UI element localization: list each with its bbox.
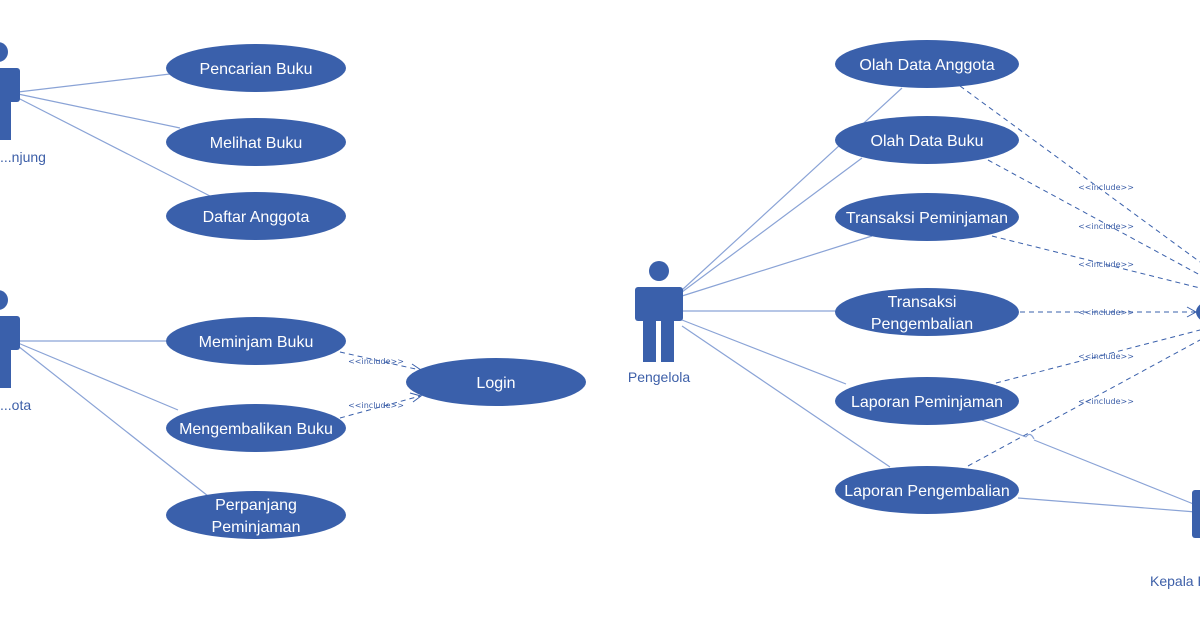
usecase-shapes: [166, 40, 1200, 539]
include-laporan-peminjaman: [995, 329, 1200, 384]
usecase-daftar-anggota[interactable]: [166, 192, 346, 240]
include-meminjam-login: [339, 351, 421, 371]
actor-head: [0, 42, 8, 62]
actor-leg-left: [643, 319, 656, 362]
assoc-kepala-laporan-pengembalian: [1017, 497, 1197, 513]
actor-torso: [0, 316, 20, 350]
assoc-pengelola-laporan-peminjaman: [681, 319, 847, 385]
include-label-mengembalikan: <<include>>: [348, 401, 404, 410]
include-label-laporan-pengembalian: <<include>>: [1078, 397, 1134, 406]
include-label-olah-anggota: <<include>>: [1078, 183, 1134, 192]
actor-head: [0, 290, 8, 310]
actor-kepala[interactable]: [1192, 490, 1200, 538]
actor-head: [649, 261, 669, 281]
label-laporan-peminjaman: Laporan Peminjaman: [851, 394, 1003, 411]
include-labels: <<include>> <<include>> <<include>> <<in…: [348, 183, 1134, 410]
actor-anggota[interactable]: [0, 290, 20, 388]
include-label-olah-buku: <<include>>: [1078, 222, 1134, 231]
include-lines: [339, 85, 1200, 467]
include-olah-buku: [987, 159, 1200, 276]
actor-pengunjung[interactable]: [0, 42, 20, 140]
include-label-meminjam: <<include>>: [348, 357, 404, 366]
usecase-perpanjang-peminjaman[interactable]: [166, 491, 346, 539]
assoc-pengelola-transaksi-peminjaman: [681, 235, 873, 297]
usecase-pencarian-buku[interactable]: [166, 44, 346, 92]
assoc-pengelola-olah-buku: [681, 157, 863, 293]
label-perpanjang-line1: Perpanjang: [215, 497, 297, 514]
usecase-transaksi-pengembalian[interactable]: [835, 288, 1019, 336]
actor-pengelola[interactable]: [635, 261, 683, 362]
assoc-pengunjung-melihat: [17, 93, 181, 129]
include-label-transaksi-pengembalian: <<include>>: [1078, 308, 1134, 317]
usecase-login[interactable]: [406, 358, 586, 406]
association-lines: [17, 73, 1197, 513]
actor-leg-right: [0, 348, 11, 388]
actor-labels: ...njung ...ota Pengelola Kepala P...: [0, 149, 1200, 589]
label-transaksi-pengembalian-line1: Transaksi: [888, 294, 957, 311]
assoc-pengelola-laporan-pengembalian: [681, 325, 891, 468]
include-mengembalikan-login: [339, 395, 421, 419]
label-melihat-buku: Melihat Buku: [210, 135, 303, 152]
label-olah-data-anggota: Olah Data Anggota: [859, 57, 994, 74]
assoc-pengunjung-daftar: [17, 97, 211, 197]
usecase-olah-data-anggota[interactable]: [835, 40, 1019, 88]
actor-label-kepala: Kepala P...: [1150, 573, 1200, 589]
assoc-pengelola-olah-anggota: [681, 87, 903, 291]
usecase-cropped-right[interactable]: [1196, 298, 1200, 326]
actor-torso: [0, 68, 20, 102]
usecase-labels: Pencarian Buku Melihat Buku Daftar Anggo…: [179, 57, 1010, 536]
label-perpanjang-line2: Peminjaman: [212, 519, 301, 536]
label-laporan-pengembalian: Laporan Pengembalian: [844, 483, 1009, 500]
label-daftar-anggota: Daftar Anggota: [203, 209, 310, 226]
usecase-laporan-pengembalian[interactable]: [835, 466, 1019, 514]
actor-torso: [635, 287, 683, 321]
arrowhead-mengembalikan-login: [409, 392, 423, 403]
actor-torso: [1192, 490, 1200, 538]
label-transaksi-pengembalian-line2: Pengembalian: [871, 316, 973, 333]
usecase-melihat-buku[interactable]: [166, 118, 346, 166]
usecase-mengembalikan-buku[interactable]: [166, 404, 346, 452]
include-label-transaksi-peminjaman: <<include>>: [1078, 260, 1134, 269]
include-laporan-pengembalian: [967, 339, 1200, 467]
include-label-laporan-peminjaman: <<include>>: [1078, 352, 1134, 361]
assoc-anggota-mengembalikan: [17, 342, 179, 411]
label-login: Login: [476, 375, 515, 392]
label-meminjam-buku: Meminjam Buku: [199, 334, 314, 351]
label-transaksi-peminjaman: Transaksi Peminjaman: [846, 210, 1008, 227]
label-olah-data-buku: Olah Data Buku: [871, 133, 984, 150]
include-olah-anggota: [959, 85, 1200, 263]
assoc-anggota-perpanjang: [17, 345, 209, 497]
assoc-kepala-laporan-peminjaman-a: [981, 419, 1027, 438]
assoc-hop: [1025, 433, 1035, 440]
actor-label-anggota: ...ota: [0, 397, 31, 413]
usecase-olah-data-buku[interactable]: [835, 116, 1019, 164]
label-mengembalikan-buku: Mengembalikan Buku: [179, 421, 333, 438]
actor-leg-right: [0, 100, 11, 140]
actor-label-pengelola: Pengelola: [628, 369, 690, 385]
assoc-kepala-laporan-peminjaman-b: [1033, 439, 1197, 506]
actor-leg-right: [661, 319, 674, 362]
actor-label-pengunjung: ...njung: [0, 149, 46, 165]
usecase-meminjam-buku[interactable]: [166, 317, 346, 365]
usecase-transaksi-peminjaman[interactable]: [835, 193, 1019, 241]
label-pencarian-buku: Pencarian Buku: [200, 61, 313, 78]
usecase-laporan-peminjaman[interactable]: [835, 377, 1019, 425]
assoc-pengunjung-pencarian: [17, 73, 171, 93]
